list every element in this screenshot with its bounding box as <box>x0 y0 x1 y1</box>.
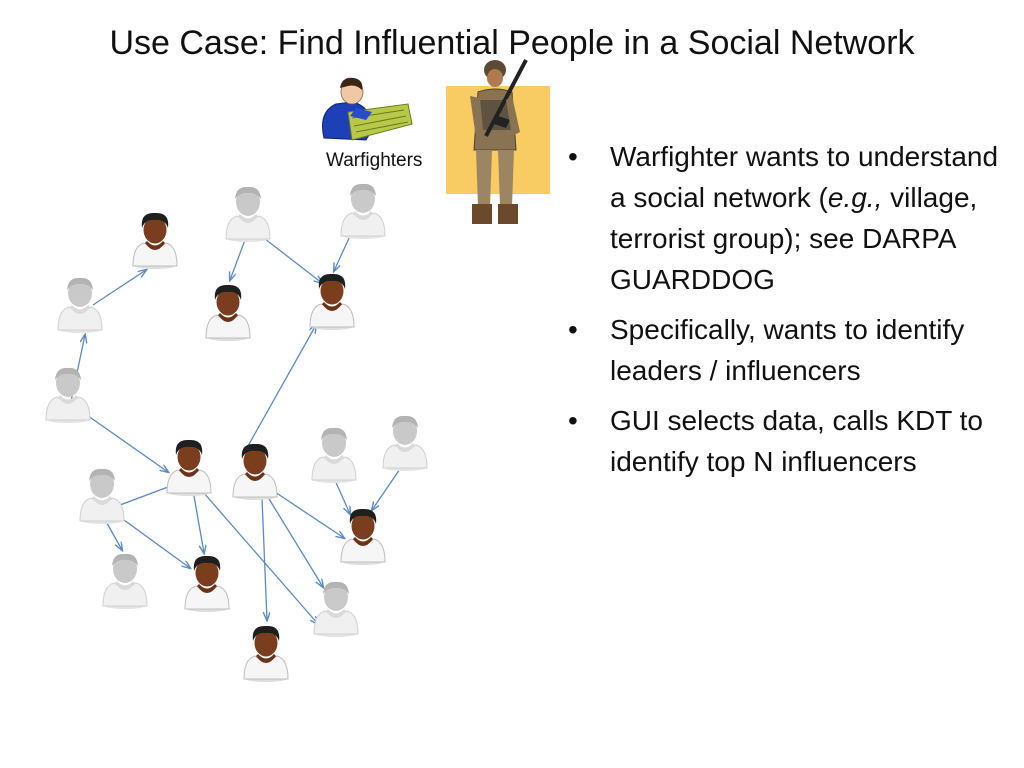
person-icon <box>57 277 103 334</box>
warfighters-label: Warfighters <box>326 150 423 171</box>
edge <box>247 325 316 447</box>
leader-icon <box>205 284 251 342</box>
edge <box>333 477 350 514</box>
bullet-text-cont: village, terrorist group); see DARPA GUA… <box>610 182 978 295</box>
page-title: Use Case: Find Influential People in a S… <box>109 24 915 62</box>
soldier-icon <box>446 59 550 224</box>
person-icon <box>311 427 357 484</box>
edge <box>261 497 267 620</box>
leader-icon <box>166 439 212 497</box>
bullet-item: •Warfighter wants to understand a social… <box>568 141 999 295</box>
leader-icon <box>243 625 289 683</box>
bullet-text: Specifically, wants to identify leaders … <box>610 314 965 386</box>
leader-icon <box>309 273 355 331</box>
bullet-text: Warfighter wants to understand a social … <box>610 141 999 213</box>
person-icon <box>225 186 271 243</box>
edge <box>92 270 146 306</box>
person-icon <box>340 183 386 240</box>
leader-icon <box>132 212 178 270</box>
person-icon <box>45 367 91 424</box>
bullet-item: •Specifically, wants to identify leaders… <box>568 314 965 386</box>
person-icon <box>102 553 148 610</box>
edge <box>111 484 176 509</box>
network-people-gray <box>45 183 428 638</box>
bullet-emphasis: e.g., <box>827 182 883 213</box>
leader-icon <box>184 555 230 613</box>
edge <box>112 511 190 568</box>
bullet-list: •Warfighter wants to understand a social… <box>568 136 1008 491</box>
person-icon <box>382 415 428 472</box>
edge <box>372 465 403 510</box>
bullet-item: •GUI selects data, calls KDT to identify… <box>568 405 983 477</box>
leader-icon <box>232 443 278 501</box>
person-icon <box>313 581 359 638</box>
edge <box>193 495 204 553</box>
edge <box>271 489 344 538</box>
edge <box>265 493 323 587</box>
bullet-text: GUI selects data, calls KDT to identify … <box>610 405 983 477</box>
person-icon <box>79 468 125 525</box>
leader-icon <box>340 508 386 566</box>
edge <box>255 231 322 283</box>
edge <box>202 491 318 624</box>
analyst-icon <box>322 77 413 141</box>
